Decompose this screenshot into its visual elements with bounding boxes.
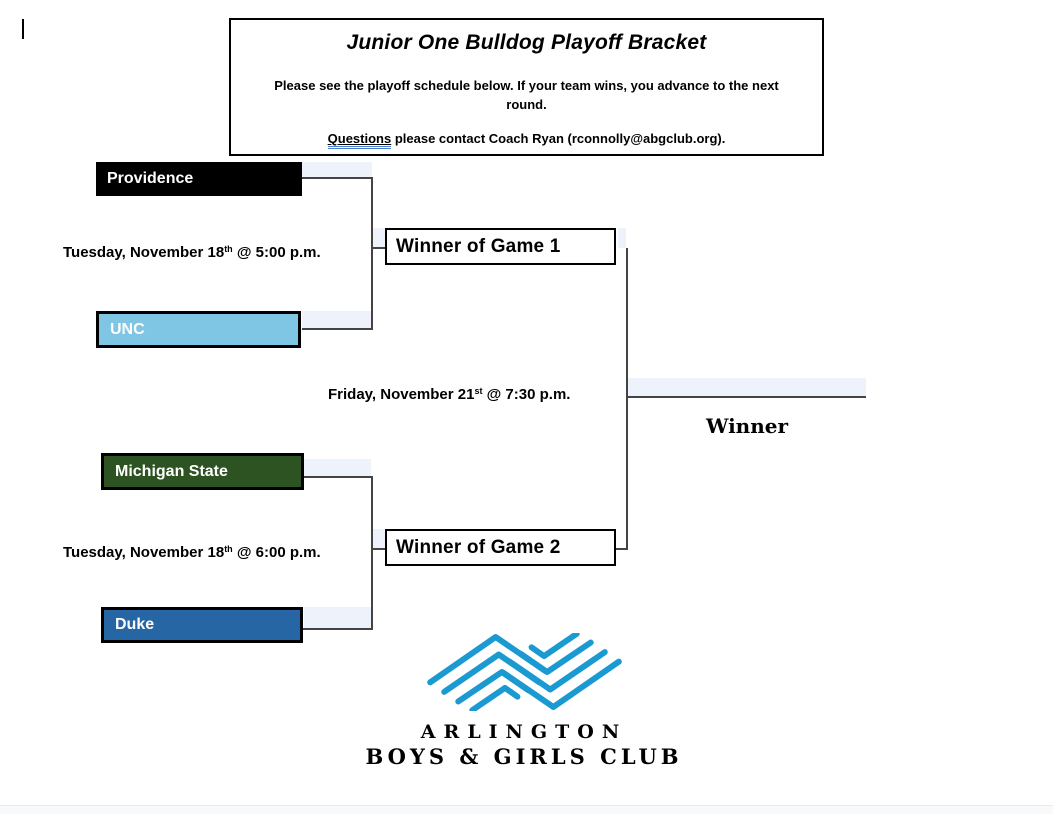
row-highlight — [618, 228, 626, 248]
schedule-date: Friday, November 21 — [328, 386, 475, 403]
bracket-line — [302, 328, 373, 330]
date-ordinal: th — [224, 244, 233, 254]
schedule-final: Friday, November 21st @ 7:30 p.m. — [328, 386, 570, 403]
date-ordinal: st — [474, 386, 483, 396]
bracket-line — [626, 396, 866, 398]
bracket-line — [371, 548, 385, 550]
schedule-game1: Tuesday, November 18th @ 5:00 p.m. — [63, 244, 321, 261]
text-caret — [22, 19, 24, 39]
row-highlight — [304, 607, 371, 628]
winner-label: Winner — [705, 414, 789, 438]
bracket-line — [371, 247, 385, 249]
schedule-time: @ 6:00 p.m. — [232, 544, 321, 561]
date-ordinal: th — [224, 544, 233, 554]
game-label: Winner of Game 2 — [396, 536, 561, 558]
team-box-providence: Providence — [96, 162, 302, 196]
team-box-michigan-state: Michigan State — [101, 453, 304, 490]
row-highlight — [373, 529, 385, 548]
bracket-line — [303, 476, 373, 478]
game2-winner-box: Winner of Game 2 — [385, 529, 616, 566]
notice-box: Junior One Bulldog Playoff Bracket Pleas… — [229, 18, 824, 156]
logo-org-city: ARLINGTON — [420, 721, 628, 743]
page-title: Junior One Bulldog Playoff Bracket — [346, 31, 707, 54]
bracket-line — [302, 177, 373, 179]
notice-contact: Questions please contact Coach Ryan (rco… — [231, 131, 822, 149]
row-highlight — [302, 162, 372, 177]
bracket-line — [626, 248, 628, 550]
schedule-time: @ 7:30 p.m. — [482, 386, 571, 403]
bracket-line — [371, 476, 373, 630]
bracket-line — [371, 177, 373, 330]
team-box-duke: Duke — [101, 607, 303, 643]
row-highlight — [304, 459, 371, 476]
bgc-logo: ARLINGTON BOYS & GIRLS CLUB — [334, 630, 714, 769]
team-label: Michigan State — [115, 462, 228, 480]
row-highlight — [628, 378, 866, 396]
team-box-unc: UNC — [96, 311, 301, 348]
row-highlight — [373, 228, 385, 247]
schedule-game2: Tuesday, November 18th @ 6:00 p.m. — [63, 544, 321, 561]
row-highlight — [302, 311, 371, 328]
schedule-date: Tuesday, November 18 — [63, 544, 225, 561]
game1-winner-box: Winner of Game 1 — [385, 228, 616, 265]
page-bottom-edge — [0, 805, 1053, 814]
schedule-time: @ 5:00 p.m. — [232, 244, 321, 261]
bgc-interlocking-hands-icon — [426, 630, 622, 714]
bracket-line — [616, 548, 628, 550]
questions-underlined-word: Questions — [327, 131, 392, 149]
contact-text: please contact Coach Ryan (rconnolly@abg… — [391, 131, 726, 146]
bracket-line — [303, 628, 373, 630]
notice-body: Please see the playoff schedule below. I… — [274, 78, 779, 112]
game-label: Winner of Game 1 — [396, 235, 561, 257]
team-label: Duke — [115, 616, 155, 633]
logo-org-name: BOYS & GIRLS CLUB — [365, 744, 683, 769]
schedule-date: Tuesday, November 18 — [63, 244, 225, 261]
team-label: Providence — [107, 170, 194, 187]
team-label: UNC — [110, 320, 145, 338]
